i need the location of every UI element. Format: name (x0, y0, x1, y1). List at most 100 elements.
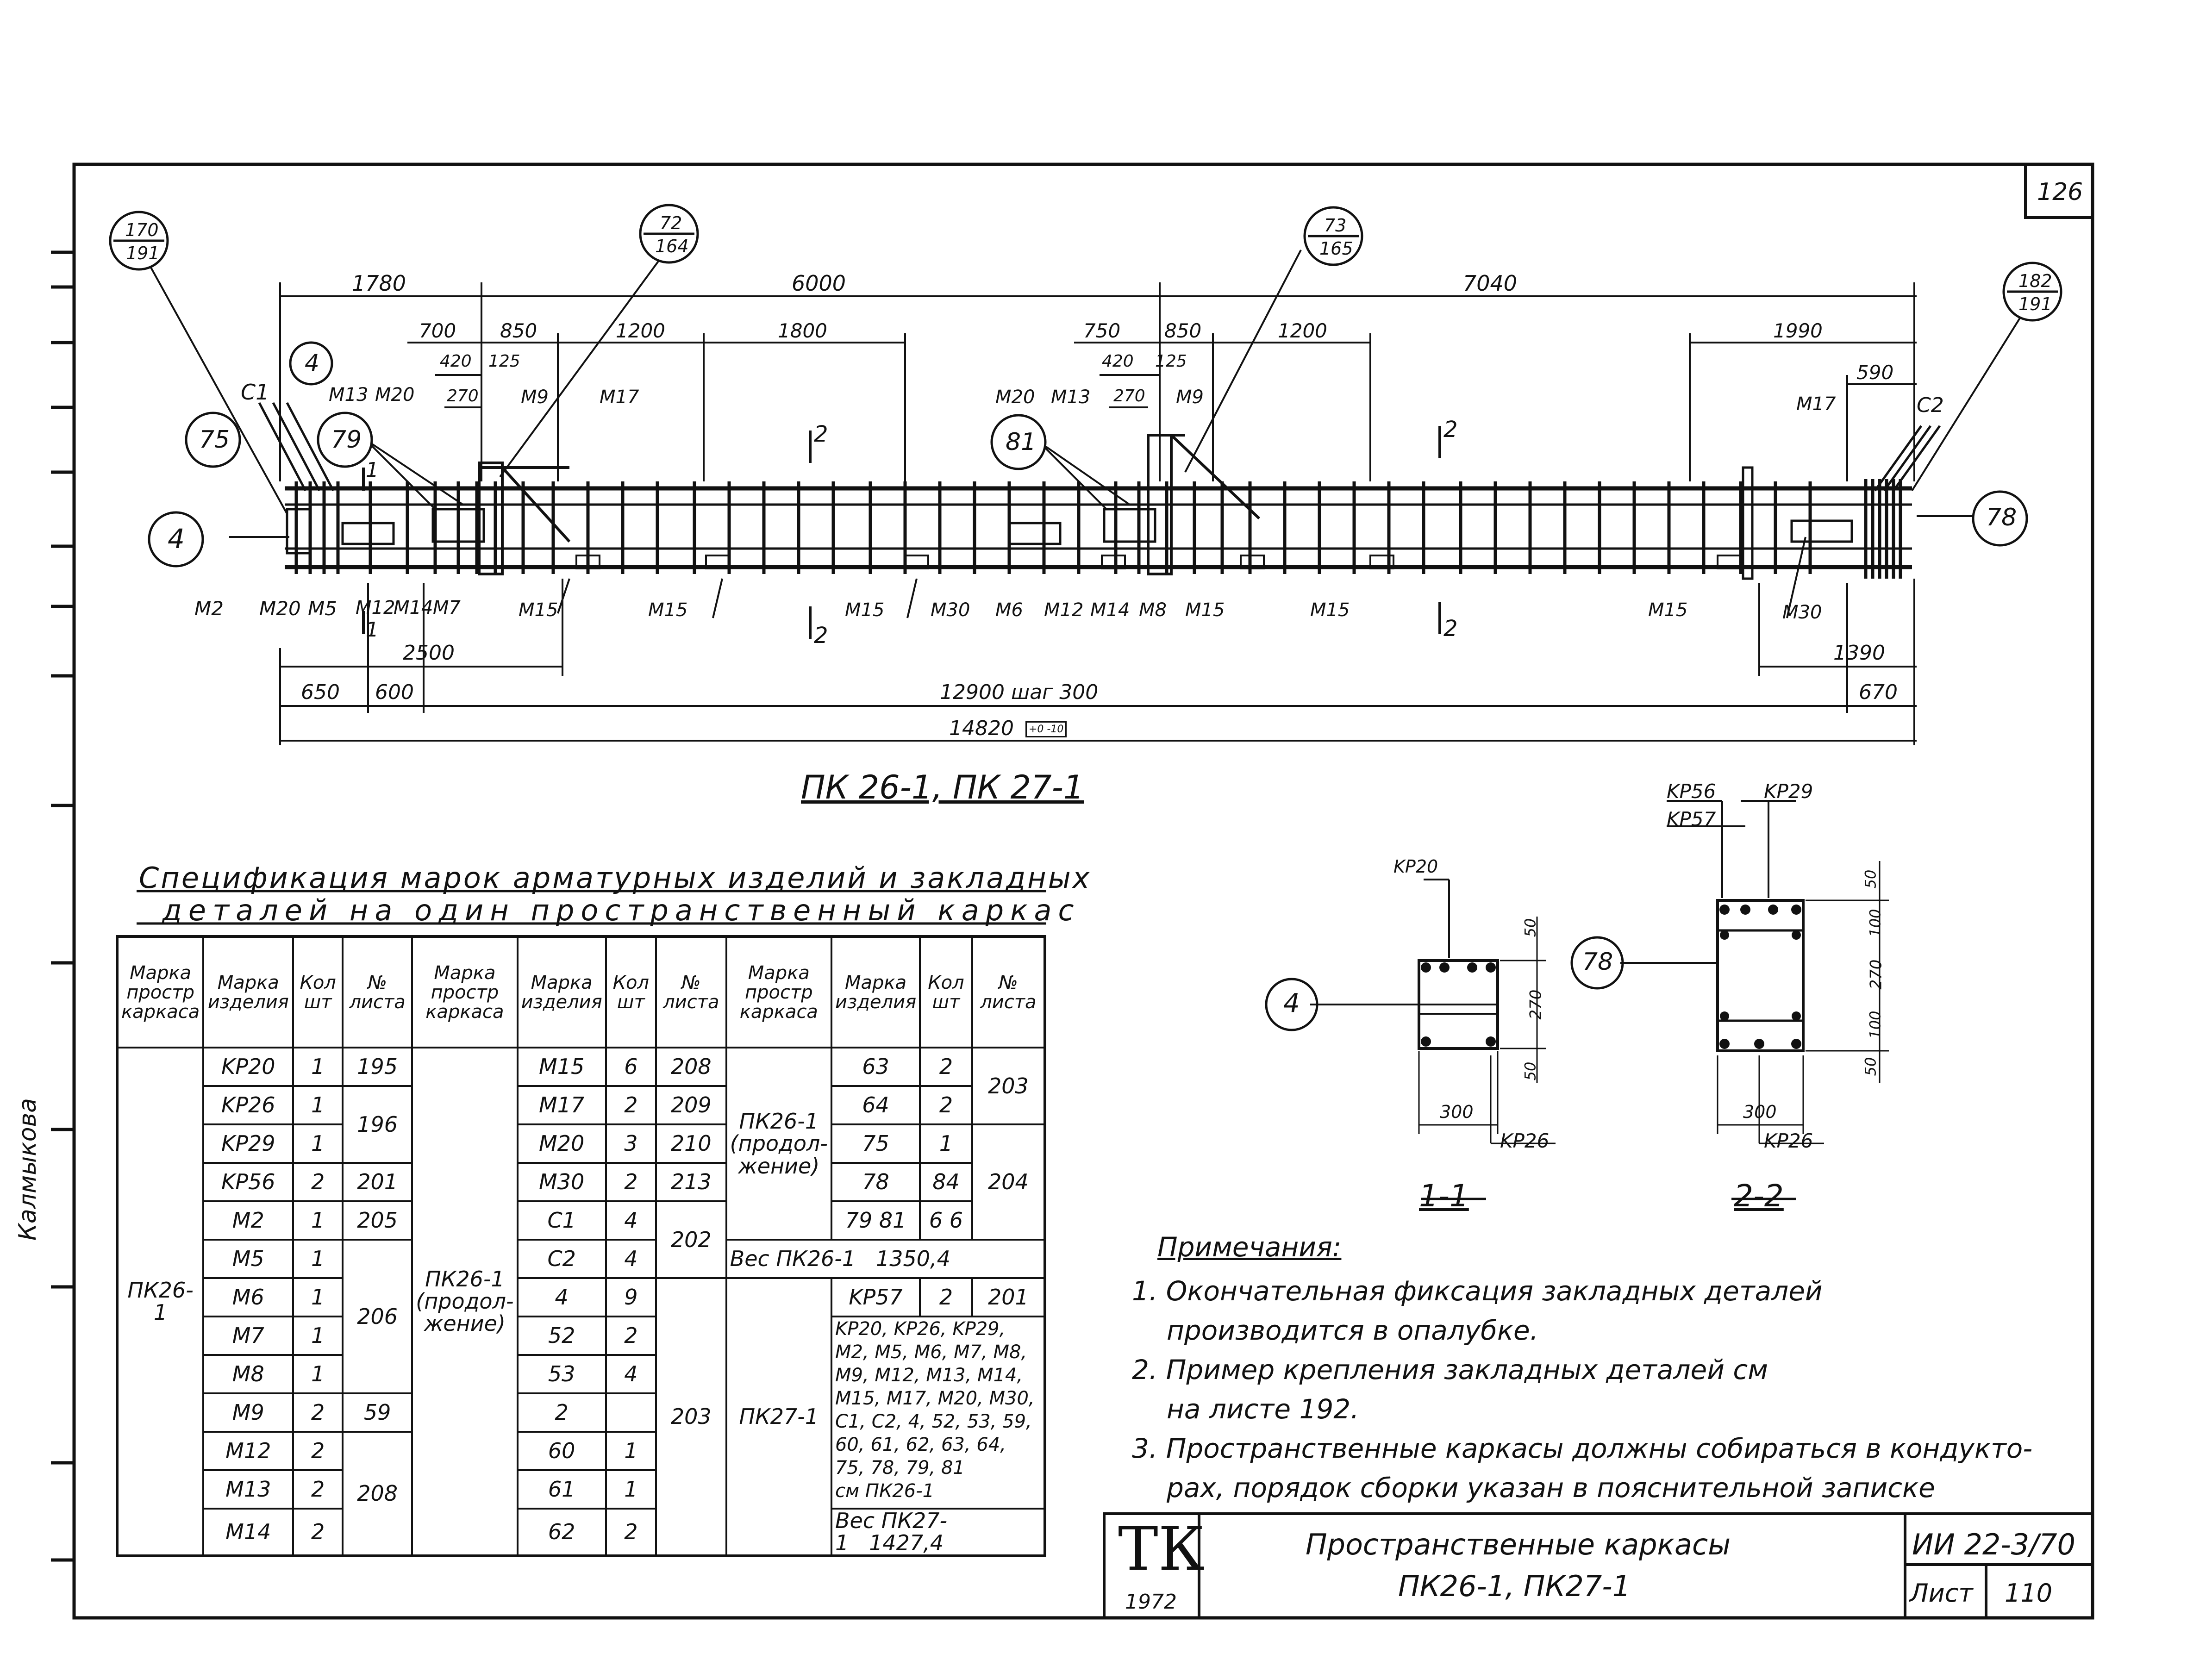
section-mark-2a: 2 (814, 421, 828, 447)
spec-cell: KP20 (202, 1047, 294, 1087)
spec-cell: 203 (655, 1277, 727, 1557)
note-2b: на листе 192. (1167, 1393, 1359, 1425)
title-sheet-value: 110 (2005, 1579, 2053, 1608)
spec-cell: KP56 (202, 1162, 294, 1202)
spec-cell: M20 (516, 1123, 607, 1164)
spec-cell: 2 (292, 1431, 344, 1471)
title-line2: ПК26-1, ПК27-1 (1398, 1569, 1631, 1603)
dim-1200b: 1200 (1278, 319, 1327, 342)
sec2-dim-50a: 50 (1862, 869, 1880, 889)
spec-cell: M2 (202, 1200, 294, 1241)
sec1-kp26: KP26 (1500, 1129, 1550, 1152)
spec-cell: 2 (292, 1162, 344, 1202)
dim-1390: 1390 (1833, 641, 1885, 665)
title-line1: Пространственные каркасы (1306, 1528, 1731, 1561)
spec-cell: 205 (342, 1200, 413, 1241)
spec-cell: 202 (655, 1200, 727, 1279)
dim-700: 700 (419, 319, 456, 342)
hdr-sheet-2: № листа (655, 936, 727, 1048)
section-2-title: 2-2 (1734, 1178, 1784, 1214)
spec-cell: 1 (292, 1277, 344, 1317)
spec-table: Марка простр каркаса Марка изделия Кол ш… (116, 935, 1046, 1557)
dim-600: 600 (375, 680, 414, 704)
col2-frame: ПК26-1 (продол-жение) (411, 1047, 519, 1557)
callout-circles (109, 204, 2062, 568)
spec-cell: 63 (830, 1047, 921, 1087)
spec-cell: 62 (516, 1508, 607, 1557)
label-m15-6: M15 (1648, 599, 1688, 621)
spec-cell: 1 (605, 1431, 657, 1471)
spec-cell: 1 (292, 1123, 344, 1164)
hdr-qty-2: Кол шт (605, 936, 657, 1048)
label-m12: M12 (356, 597, 395, 618)
spec-cell: 4 (605, 1354, 657, 1394)
spec-cell: 208 (342, 1431, 413, 1557)
pk27-frame: ПК27-1 (725, 1277, 832, 1557)
circle-79: 79 (331, 426, 362, 454)
spec-cell: M7 (202, 1316, 294, 1356)
spec-cell: 209 (655, 1085, 727, 1125)
spec-cell: 2 (605, 1508, 657, 1557)
circle-4-end: 4 (168, 523, 185, 555)
title-block-lines (1103, 1512, 2094, 1619)
sec2-circle-78: 78 (1582, 948, 1613, 976)
side-signature-text: Калмыкова (14, 1098, 42, 1241)
sheet-frame (72, 162, 2094, 1620)
spec-cell: KP26 (202, 1085, 294, 1125)
section-marks (362, 426, 1441, 639)
hdr-item-2: Марка изделия (516, 936, 607, 1048)
label-m12b: M12 (1044, 599, 1084, 621)
spec-cell: KP57 (830, 1277, 921, 1317)
callout-4-bottom: 191 (2018, 294, 2052, 314)
spec-cell: 9 (605, 1277, 657, 1317)
label-m15-3: M15 (845, 599, 885, 621)
spec-cell: 3 (605, 1123, 657, 1164)
spec-cell: 204 (971, 1123, 1046, 1241)
left-margin-ticks (51, 250, 74, 1562)
spec-cell: 1 (919, 1123, 973, 1164)
notes-title: Примечания: (1157, 1231, 1342, 1263)
label-m13: M13 (329, 384, 369, 406)
spec-cell: 75 (830, 1123, 921, 1164)
sec2-kp26: KP26 (1764, 1129, 1813, 1152)
title-logo: ТК (1118, 1514, 1205, 1584)
spec-cell: 1 (292, 1354, 344, 1394)
label-m8: M8 (1139, 599, 1167, 621)
sec1-dim-270: 270 (1526, 989, 1545, 1020)
dim-1200: 1200 (616, 319, 665, 342)
hdr-sheet-1: № листа (342, 936, 413, 1048)
sec2-dim-50b: 50 (1862, 1057, 1880, 1076)
spec-cell: 52 (516, 1316, 607, 1356)
spec-cell: 201 (342, 1162, 413, 1202)
leader-lines (140, 249, 2029, 618)
sec2-kp56: KP56 (1667, 780, 1716, 803)
spec-cell: 6 (605, 1047, 657, 1087)
section-2-2-dots (1719, 905, 1801, 1049)
dim-1990: 1990 (1773, 319, 1823, 342)
section-mark-1a: 1 (366, 458, 379, 482)
spec-cell: 1 (292, 1200, 344, 1241)
note-1b: производится в опалубке. (1167, 1315, 1539, 1346)
dim-850: 850 (500, 319, 537, 342)
weight-pk27-cell: Вес ПК27-1 1427,4 (830, 1508, 1046, 1557)
sec2-dim-100b: 100 (1866, 1011, 1884, 1039)
spec-cell: 201 (971, 1277, 1046, 1317)
dim-125b: 125 (1155, 352, 1187, 371)
spec-cell: 79 81 (830, 1200, 921, 1241)
sec2-dim-270: 270 (1867, 959, 1886, 990)
hdr-sheet-3: № листа (971, 936, 1046, 1048)
spec-cell: 78 (830, 1162, 921, 1202)
spec-cell: 213 (655, 1162, 727, 1202)
note-1a: 1. Окончательная фиксация закладных дета… (1132, 1275, 1823, 1307)
spec-cell: M8 (202, 1354, 294, 1394)
label-c2: C2 (1917, 393, 1944, 417)
dim-590: 590 (1856, 361, 1894, 384)
spec-cell: 203 (971, 1047, 1046, 1125)
hdr-qty-1: Кол шт (292, 936, 344, 1048)
spec-cell: 2 (292, 1469, 344, 1510)
spec-cell: 2 (292, 1508, 344, 1557)
spec-cell: M14 (202, 1508, 294, 1557)
callout-2-bottom: 164 (655, 236, 689, 256)
spec-cell: 2 (605, 1162, 657, 1202)
